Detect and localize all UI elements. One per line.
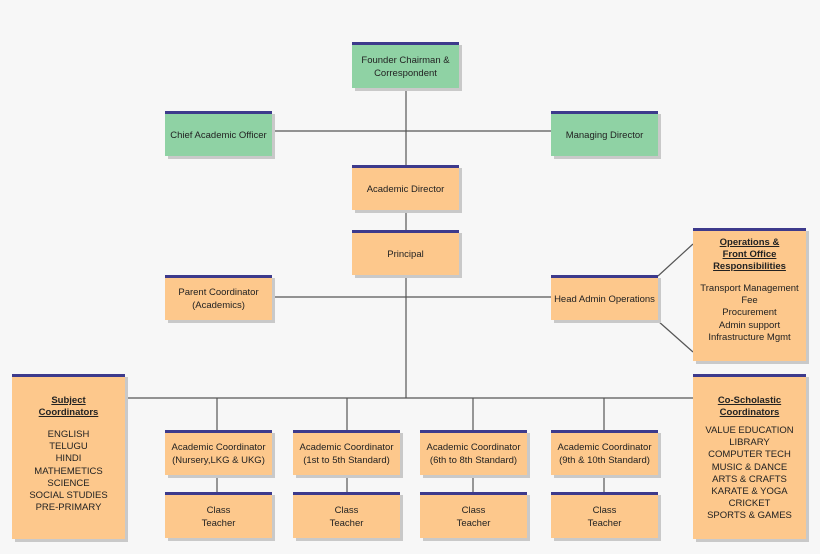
chief-academic-officer-label: Chief Academic Officer bbox=[170, 129, 267, 141]
connector-admin-ops-top bbox=[657, 243, 694, 277]
parent-coordinator-line-1: Parent Coordinator bbox=[178, 287, 259, 298]
co-scholastic-item: MUSIC & DANCE bbox=[711, 461, 788, 473]
subject-item: MATHEMETICS bbox=[34, 465, 103, 477]
co-scholastic-item: COMPUTER TECH bbox=[708, 449, 791, 461]
academic-director-label: Academic Director bbox=[366, 183, 445, 195]
academic-coordinator-title: Academic Coordinator bbox=[426, 442, 521, 453]
operations-heading: Operations & Front Office Responsibiliti… bbox=[713, 237, 786, 273]
co-scholastic-item: CRICKET bbox=[728, 498, 771, 510]
co-scholastic-heading: Co-Scholastic Coordinators bbox=[718, 395, 781, 419]
academic-coordinator-range: (1st to 5th Standard) bbox=[303, 455, 390, 466]
co-scholastic-heading-line: Coordinators bbox=[719, 407, 780, 418]
co-scholastic-item: VALUE EDUCATION bbox=[705, 425, 794, 436]
parent-coordinator-line-2: (Academics) bbox=[192, 300, 245, 311]
subject-item: PRE-PRIMARY bbox=[35, 502, 102, 514]
class-teacher-box: Class Teacher bbox=[420, 492, 527, 538]
operations-item: Admin support bbox=[718, 319, 781, 331]
founder-box: Founder Chairman & Correspondent bbox=[352, 42, 459, 88]
academic-coordinator-box: Academic Coordinator (9th & 10th Standar… bbox=[551, 430, 658, 475]
co-scholastic-item: LIBRARY bbox=[729, 437, 770, 449]
operations-box: Operations & Front Office Responsibiliti… bbox=[693, 228, 806, 361]
subject-item: ENGLISH bbox=[47, 429, 90, 440]
class-teacher-line-1: Class bbox=[592, 504, 617, 516]
subject-item: HINDI bbox=[55, 453, 82, 465]
subject-coordinators-box: Subject Coordinators ENGLISH TELUGU HIND… bbox=[12, 374, 125, 539]
operations-heading-line: Responsibilities bbox=[713, 261, 786, 272]
founder-line-1: Founder Chairman & bbox=[361, 54, 450, 66]
subject-item: SCIENCE bbox=[47, 477, 90, 489]
academic-director-box: Academic Director bbox=[352, 165, 459, 210]
head-admin-operations-box: Head Admin Operations bbox=[551, 275, 658, 320]
class-teacher-line-1: Class bbox=[334, 504, 359, 516]
academic-coordinator-range: (Nursery,LKG & UKG) bbox=[172, 455, 265, 466]
class-teacher-line-2: Teacher bbox=[587, 517, 622, 529]
co-scholastic-item: ARTS & CRAFTS bbox=[712, 473, 787, 485]
class-teacher-line-2: Teacher bbox=[201, 517, 236, 529]
class-teacher-line-1: Class bbox=[461, 504, 486, 516]
subject-item: SOCIAL STUDIES bbox=[29, 490, 108, 502]
subject-item: TELUGU bbox=[49, 441, 88, 453]
founder-line-2: Correspondent bbox=[374, 67, 437, 79]
academic-coordinator-title: Academic Coordinator bbox=[171, 442, 266, 453]
head-admin-operations-label: Head Admin Operations bbox=[554, 293, 655, 305]
parent-coordinator-box: Parent Coordinator (Academics) bbox=[165, 275, 272, 320]
principal-box: Principal bbox=[352, 230, 459, 275]
operations-item: Infrastructure Mgmt bbox=[708, 331, 791, 343]
operations-heading-line: Operations & bbox=[719, 237, 780, 248]
academic-coordinator-box: Academic Coordinator (1st to 5th Standar… bbox=[293, 430, 400, 475]
co-scholastic-item: KARATE & YOGA bbox=[711, 486, 788, 498]
co-scholastic-box: Co-Scholastic Coordinators VALUE EDUCATI… bbox=[693, 374, 806, 539]
academic-coordinator-title: Academic Coordinator bbox=[299, 442, 394, 453]
class-teacher-line-2: Teacher bbox=[456, 517, 491, 529]
managing-director-label: Managing Director bbox=[565, 129, 644, 141]
class-teacher-box: Class Teacher bbox=[293, 492, 400, 538]
academic-coordinator-range: (9th & 10th Standard) bbox=[559, 455, 650, 466]
operations-item: Transport Management bbox=[700, 283, 799, 294]
co-scholastic-item: SPORTS & GAMES bbox=[707, 510, 792, 522]
operations-item: Procurement bbox=[722, 307, 777, 319]
class-teacher-line-1: Class bbox=[206, 504, 231, 516]
academic-coordinator-box: Academic Coordinator (Nursery,LKG & UKG) bbox=[165, 430, 272, 475]
subject-coordinators-heading: Subject Coordinators bbox=[39, 395, 99, 419]
operations-item: Fee bbox=[741, 295, 758, 307]
principal-label: Principal bbox=[387, 248, 424, 260]
class-teacher-box: Class Teacher bbox=[165, 492, 272, 538]
subject-heading-line: Subject bbox=[51, 395, 86, 406]
class-teacher-line-2: Teacher bbox=[329, 517, 364, 529]
academic-coordinator-range: (6th to 8th Standard) bbox=[429, 455, 518, 466]
subject-heading-line: Coordinators bbox=[38, 407, 99, 418]
class-teacher-box: Class Teacher bbox=[551, 492, 658, 538]
connector-admin-ops-bottom bbox=[657, 320, 694, 353]
academic-coordinator-title: Academic Coordinator bbox=[557, 442, 652, 453]
chief-academic-officer-box: Chief Academic Officer bbox=[165, 111, 272, 156]
academic-coordinator-box: Academic Coordinator (6th to 8th Standar… bbox=[420, 430, 527, 475]
managing-director-box: Managing Director bbox=[551, 111, 658, 156]
co-scholastic-heading-line: Co-Scholastic bbox=[717, 395, 782, 406]
operations-heading-line: Front Office bbox=[722, 249, 777, 260]
